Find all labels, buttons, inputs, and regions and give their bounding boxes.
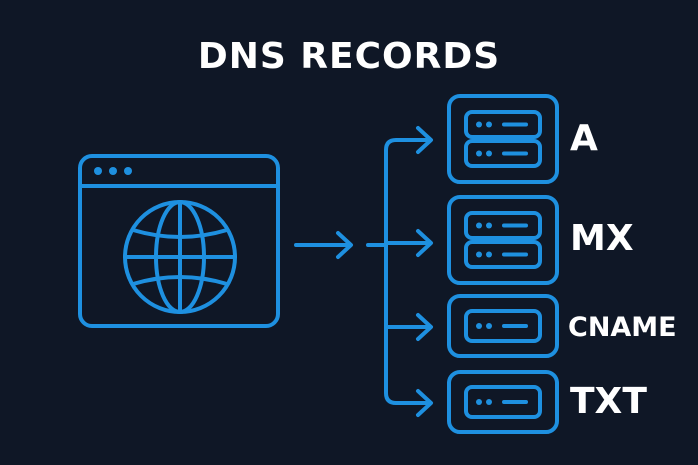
record-label-mx: MX (570, 218, 634, 259)
browser-globe-icon (78, 154, 280, 328)
record-txt-server-icon (447, 370, 559, 434)
record-label-a: A (570, 118, 598, 159)
branch-arrow-mx (384, 229, 433, 257)
record-a-server-stack-icon (447, 94, 559, 184)
record-label-txt: TXT (570, 381, 647, 422)
browser-window-frame (78, 154, 280, 328)
record-cname-server-icon (447, 294, 559, 358)
browser-window-dots (94, 167, 132, 175)
diagram-title: DNS RECORDS (197, 36, 501, 77)
globe-icon (123, 200, 237, 314)
record-mx-server-stack-icon (447, 195, 559, 285)
branch-connector (366, 138, 430, 405)
branch-arrow-cname (384, 313, 433, 341)
branch-arrow-a (416, 126, 433, 154)
main-arrow (294, 231, 353, 259)
record-label-cname: CNAME (568, 312, 677, 343)
branch-arrow-txt (416, 389, 433, 417)
